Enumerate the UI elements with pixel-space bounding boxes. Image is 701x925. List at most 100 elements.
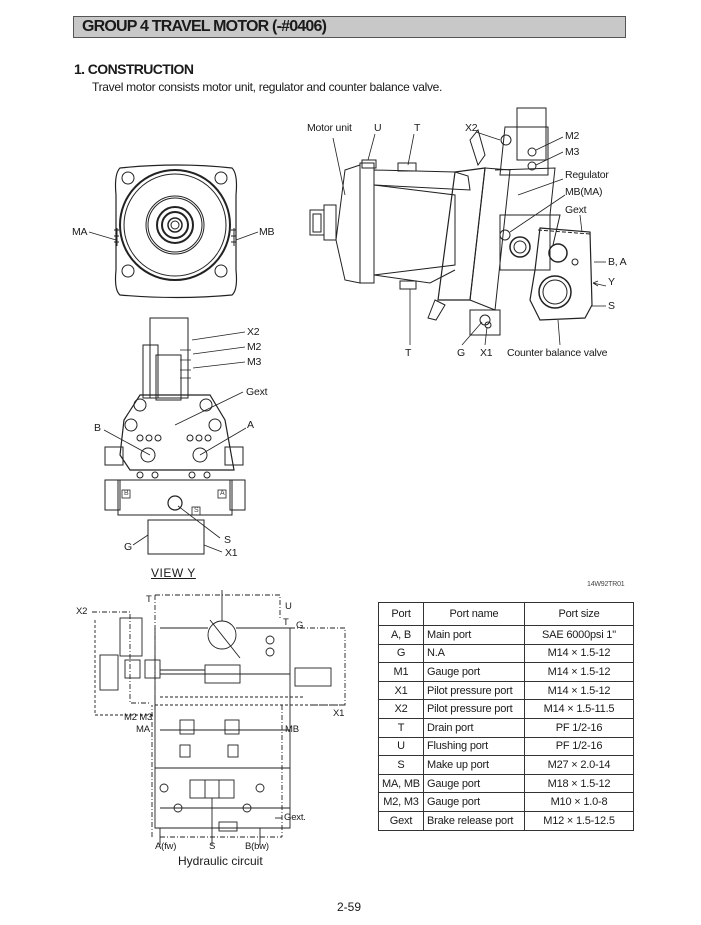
cell-port-size: M14 × 1.5-11.5: [524, 699, 634, 719]
group-title: GROUP 4 TRAVEL MOTOR (-#0406): [82, 18, 327, 35]
label-x1: X1: [480, 347, 493, 359]
label-g: G: [457, 347, 465, 359]
cell-port-name: Pilot pressure port: [423, 680, 525, 701]
cell-port-size: SAE 6000psi 1": [524, 625, 634, 645]
cell-port: MA, MB: [378, 773, 424, 794]
view-y-label-x2: X2: [247, 326, 260, 338]
hc-label-t-right: T: [283, 617, 289, 628]
side-view-drawing: [309, 107, 607, 346]
header-port: Port: [378, 602, 424, 626]
cell-port-name: Gauge port: [423, 662, 525, 682]
cell-port-name: Gauge port: [423, 773, 525, 794]
cell-port-name: Gauge port: [423, 792, 525, 812]
cell-port-size: M14 × 1.5-12: [524, 662, 634, 682]
view-y-label-s: S: [224, 534, 231, 546]
view-y-label-g: G: [124, 541, 132, 553]
section-description: Travel motor consists motor unit, regula…: [92, 80, 443, 94]
group-title-bar: GROUP 4 TRAVEL MOTOR (-#0406): [73, 16, 626, 38]
label-mb-ma: MB(MA): [565, 186, 603, 198]
label-regulator: Regulator: [565, 169, 609, 181]
cell-port: A, B: [378, 625, 424, 645]
cell-port-size: M18 × 1.5-12: [524, 773, 634, 794]
page-number: 2-59: [337, 900, 362, 914]
view-y-box-s: S: [194, 507, 199, 514]
cell-port: X1: [378, 680, 424, 701]
hc-label-x2: X2: [76, 606, 88, 617]
cell-port: M2, M3: [378, 792, 424, 812]
hc-label-g: G: [296, 620, 304, 631]
cell-port-name: Main port: [423, 625, 525, 645]
label-motor-unit: Motor unit: [307, 122, 352, 134]
cell-port-size: PF 1/2-16: [524, 736, 634, 757]
hydraulic-circuit-drawing: [92, 590, 346, 845]
cell-port-size: PF 1/2-16: [524, 717, 634, 738]
cell-port: T: [378, 717, 424, 738]
label-x2: X2: [465, 122, 478, 134]
hc-label-t-left: T: [146, 594, 152, 605]
view-y-caption: VIEW Y: [151, 566, 196, 580]
figure-code: 14W92TR01: [587, 581, 625, 588]
label-gext: Gext: [565, 204, 587, 216]
cell-port-name: Drain port: [423, 717, 525, 738]
label-ma: MA: [72, 226, 88, 238]
view-y-box-b: B: [124, 490, 129, 497]
cell-port: X2: [378, 699, 424, 719]
label-t-bottom: T: [405, 347, 412, 359]
cell-port-size: M14 × 1.5-12: [524, 643, 634, 664]
cell-port-name: Brake release port: [423, 810, 525, 831]
cell-port-name: Pilot pressure port: [423, 699, 525, 719]
label-b-a: B, A: [608, 256, 627, 268]
label-m2: M2: [565, 130, 580, 142]
hc-label-ma: MA: [136, 724, 150, 735]
cell-port: G: [378, 643, 424, 664]
label-y: Y: [608, 276, 615, 288]
cell-port-size: M12 × 1.5-12.5: [524, 810, 634, 831]
label-mb: MB: [259, 226, 275, 238]
label-t-top: T: [414, 122, 421, 134]
hc-label-u: U: [285, 601, 292, 612]
cell-port-name: N.A: [423, 643, 525, 664]
view-y-drawing: [103, 317, 247, 555]
view-y-label-m2: M2: [247, 341, 262, 353]
cell-port: Gext: [378, 810, 424, 831]
port-table-header: Port Port name Port size: [378, 602, 634, 626]
cell-port-size: M14 × 1.5-12: [524, 680, 634, 701]
hc-label-gext: Gext.: [284, 812, 306, 823]
cell-port-name: Flushing port: [423, 736, 525, 757]
hc-label-b-bw: B(bw): [245, 841, 269, 852]
label-u: U: [374, 122, 382, 134]
cell-port-size: M27 × 2.0-14: [524, 755, 634, 775]
front-view-drawing: [88, 164, 259, 299]
hc-label-m2-m3: M2 M3: [124, 712, 153, 723]
section-title: 1. CONSTRUCTION: [74, 61, 194, 77]
view-y-label-a: A: [247, 419, 254, 431]
view-y-label-x1: X1: [225, 547, 238, 559]
view-y-box-a: A: [220, 490, 225, 497]
header-port-name: Port name: [423, 602, 525, 626]
cell-port: M1: [378, 662, 424, 682]
label-counter-balance-valve: Counter balance valve: [507, 347, 608, 359]
cell-port-size: M10 × 1.0-8: [524, 792, 634, 812]
view-y-label-gext: Gext: [246, 386, 268, 398]
hc-label-mb: MB: [285, 724, 299, 735]
cell-port-name: Make up port: [423, 755, 525, 775]
label-m3: M3: [565, 146, 580, 158]
hc-label-a-fw: A(fw): [155, 841, 177, 852]
hydraulic-circuit-caption: Hydraulic circuit: [178, 854, 263, 868]
header-port-size: Port size: [524, 602, 634, 626]
cell-port: S: [378, 755, 424, 775]
view-y-label-b: B: [94, 422, 101, 434]
